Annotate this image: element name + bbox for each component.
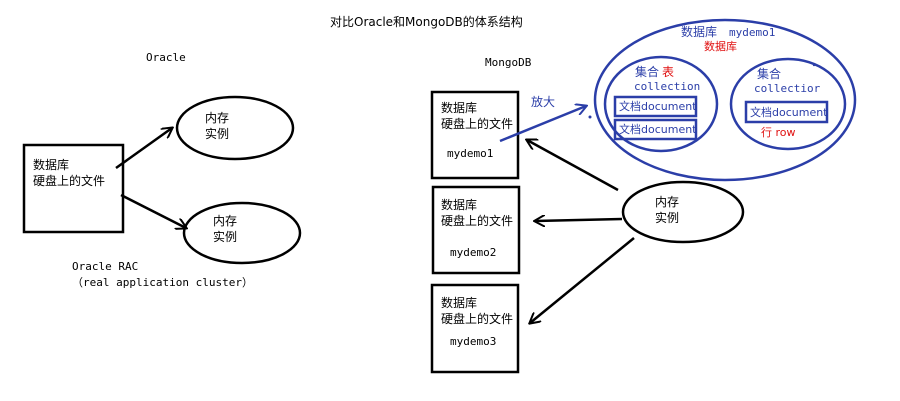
zoom-collection-ellipse-1 xyxy=(603,55,719,153)
mongodb-db-2-label: 数据库 xyxy=(441,198,478,212)
oracle-instance-2-line1: 内存 xyxy=(213,214,238,228)
mongodb-arrow-to-db-3 xyxy=(530,237,635,323)
collection-1-word: collection xyxy=(634,80,701,93)
document-1-label: 文档document xyxy=(619,100,697,113)
zoom-db-ellipse xyxy=(593,18,857,182)
collection-1-term: 集合 xyxy=(635,65,660,79)
mongodb-db-box-1 xyxy=(430,90,520,180)
oracle-instance-1-line2: 实例 xyxy=(205,127,230,141)
document-2-label: 文档document xyxy=(619,123,697,136)
oracle-rac-label: Oracle RAC xyxy=(72,260,139,273)
mongodb-db-3-label: 数据库 xyxy=(441,296,478,310)
oracle-rac-desc: （real application cluster） xyxy=(72,276,253,289)
mongodb-db-1-label: 数据库 xyxy=(441,101,478,115)
collection-2-term: 集合 xyxy=(757,67,782,81)
zoom-dot xyxy=(588,115,592,119)
mongodb-instance xyxy=(621,180,745,244)
mongodb-db-1-desc: 硬盘上的文件 xyxy=(441,117,514,131)
zoom-db-term: 数据库 xyxy=(704,40,737,53)
mongodb-db-box-2 xyxy=(431,185,521,275)
zoom-collection-ellipse-2 xyxy=(729,57,847,151)
oracle-instance-2 xyxy=(182,201,302,265)
oracle-db-desc: 硬盘上的文件 xyxy=(33,174,106,188)
collection-1-table-term: 表 xyxy=(662,65,675,79)
zoom-db-name: mydemo1 xyxy=(729,26,776,39)
oracle-db-label: 数据库 xyxy=(33,158,70,172)
mongodb-instance-line2: 实例 xyxy=(655,211,680,225)
zoom-arrow xyxy=(499,106,586,143)
oracle-instance-1 xyxy=(175,95,295,161)
mongodb-db-3-desc: 硬盘上的文件 xyxy=(441,312,514,326)
mongodb-heading: MongoDB xyxy=(485,56,532,69)
mongodb-db-1-name: mydemo1 xyxy=(447,147,494,160)
mongodb-db-2-name: mydemo2 xyxy=(450,246,497,259)
zoom-mark-dot xyxy=(812,63,816,67)
mongodb-arrow-to-db-1 xyxy=(527,140,619,192)
mongodb-db-box-3 xyxy=(430,283,520,374)
page-title: 对比Oracle和MongoDB的体系结构 xyxy=(330,15,523,29)
document-box-3 xyxy=(744,100,829,124)
oracle-arrow-to-instance-2 xyxy=(120,193,186,228)
zoom-db-label: 数据库 xyxy=(681,25,718,39)
mongodb-arrow-to-db-2 xyxy=(535,219,623,221)
collection-2-word: collectior xyxy=(754,82,821,95)
oracle-arrow-to-instance-1 xyxy=(115,128,172,170)
zoom-label: 放大 xyxy=(531,95,556,109)
oracle-db-box xyxy=(22,143,125,234)
oracle-instance-2-line2: 实例 xyxy=(213,230,238,244)
row-label: 行 row xyxy=(761,126,796,139)
document-box-1 xyxy=(613,95,698,118)
oracle-instance-1-line1: 内存 xyxy=(205,111,230,125)
mongodb-instance-line1: 内存 xyxy=(655,195,680,209)
document-3-label: 文档document xyxy=(750,106,828,119)
mongodb-db-2-desc: 硬盘上的文件 xyxy=(441,214,514,228)
oracle-heading: Oracle xyxy=(146,51,186,64)
document-box-2 xyxy=(613,118,698,141)
mongodb-db-3-name: mydemo3 xyxy=(450,335,497,348)
